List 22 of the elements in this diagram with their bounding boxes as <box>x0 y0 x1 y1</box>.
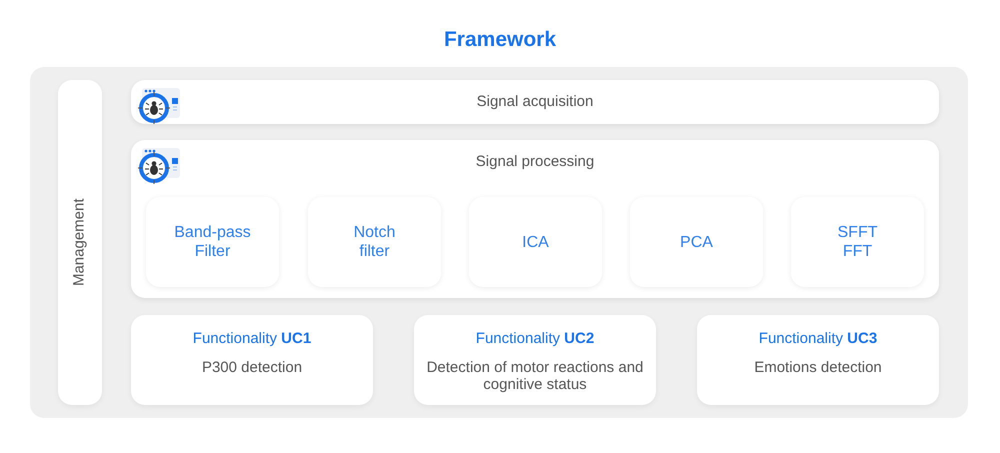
node-label: Band-pass Filter <box>173 223 252 261</box>
use-case-heading: Functionality UC1 <box>192 329 312 349</box>
node-label: Management <box>70 198 89 286</box>
use-case-box <box>697 315 939 405</box>
layer-box <box>131 140 939 298</box>
node-label: ICA <box>522 232 549 252</box>
diagram-title: Framework <box>444 27 556 53</box>
use-case-description: Detection of motor reactions and cognitive status <box>426 358 644 392</box>
node-label: SFFT FFT <box>836 223 878 261</box>
node-label: Notch filter <box>352 223 396 261</box>
node-label: PCA <box>680 232 713 252</box>
node-label: Signal processing <box>476 152 594 172</box>
use-case-heading: Functionality UC3 <box>758 329 878 349</box>
node-label: Signal acquisition <box>476 92 594 112</box>
layer-box <box>131 80 939 124</box>
management-bar <box>58 80 102 405</box>
use-case-description: P300 detection <box>202 358 302 376</box>
use-case-box <box>131 315 373 405</box>
use-case-box <box>414 315 656 405</box>
background-panel <box>30 67 968 418</box>
use-case-description: Emotions detection <box>754 358 882 376</box>
use-case-heading: Functionality UC2 <box>476 329 594 349</box>
